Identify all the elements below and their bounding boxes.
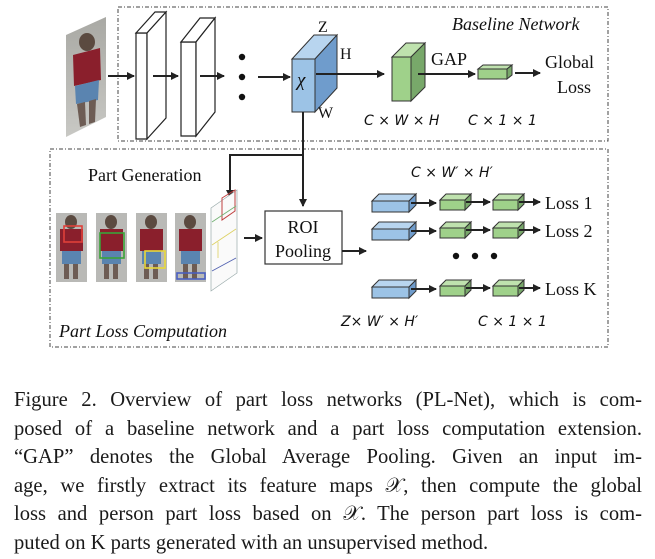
part-pooled-block bbox=[491, 278, 526, 298]
caption-line: puted on K parts generated with an unsup… bbox=[14, 531, 489, 554]
part-loss-label: Loss 1 bbox=[545, 193, 593, 213]
part-pooled-block bbox=[491, 192, 526, 212]
axis-label-z: Z bbox=[318, 19, 328, 36]
branches-ellipsis bbox=[452, 252, 498, 260]
caption-line: age, we firstly extract its feature maps… bbox=[14, 474, 642, 497]
part-bounding-box bbox=[99, 232, 125, 259]
conv-layer-1 bbox=[134, 10, 168, 141]
roi-pooling-box bbox=[264, 210, 343, 265]
gap-label: GAP bbox=[431, 49, 467, 69]
global-loss-label-line2: Loss bbox=[557, 77, 591, 97]
part-branch-3: Loss K bbox=[370, 278, 597, 300]
caption-line: loss and person part loss based on 𝒳. Th… bbox=[14, 503, 642, 526]
baseline-network-title: Baseline Network bbox=[452, 14, 580, 34]
layers-ellipsis bbox=[238, 53, 246, 101]
axis-label-h: H bbox=[340, 46, 352, 63]
part-bounding-box bbox=[176, 272, 206, 280]
dim-label-global-pooled: C × 1 × 1 bbox=[468, 113, 537, 129]
part-image-2 bbox=[96, 213, 127, 282]
part-bounding-box bbox=[63, 225, 83, 243]
part-generation-label: Part Generation bbox=[88, 165, 201, 185]
part-loss-label: Loss 2 bbox=[545, 221, 593, 241]
caption-line: posed of a baseline network and a part l… bbox=[14, 417, 642, 440]
part-branch-2: Loss 2 bbox=[370, 220, 593, 242]
part-loss-computation-title: Part Loss Computation bbox=[58, 321, 227, 341]
roi-feature-block bbox=[370, 220, 418, 242]
caption-line: “GAP” denotes the Global Average Pooling… bbox=[14, 446, 642, 469]
roi-label-line1: ROI bbox=[288, 217, 319, 237]
global-loss-label-line1: Global bbox=[545, 52, 594, 72]
part-image-1 bbox=[56, 213, 87, 282]
feature-map-symbol: χ bbox=[295, 70, 306, 91]
dim-label-part-top: C × W′ × H′ bbox=[411, 165, 494, 181]
global-pooled-vector bbox=[476, 63, 514, 81]
figure-caption: Figure 2. Overview of part loss networks… bbox=[14, 386, 642, 558]
part-regions-plane bbox=[210, 189, 238, 292]
dim-label-part-pooled: C × 1 × 1 bbox=[478, 314, 547, 330]
part-bounding-box bbox=[144, 250, 166, 269]
part-loss-label: Loss K bbox=[545, 279, 597, 299]
dim-label-feature: C × W × H bbox=[364, 113, 440, 129]
part-branch-1: Loss 1 bbox=[370, 192, 593, 214]
input-person-image bbox=[66, 17, 106, 137]
global-feature-cube bbox=[390, 41, 427, 103]
part-image-3 bbox=[136, 213, 167, 282]
dim-label-roi: Z× W′ × H′ bbox=[340, 314, 419, 330]
connector-feature-to-parts bbox=[226, 154, 303, 198]
part-image-4 bbox=[175, 213, 206, 282]
roi-feature-block bbox=[370, 278, 418, 300]
roi-feature-block bbox=[370, 192, 418, 214]
caption-line: Figure 2. Overview of part loss networks… bbox=[14, 389, 642, 411]
part-loss-box bbox=[49, 148, 609, 348]
axis-label-w: W bbox=[318, 105, 334, 122]
pl-net-figure: χ Z H W GAP Global Loss C × W × H C × 1 … bbox=[49, 6, 609, 348]
baseline-network-box bbox=[117, 6, 609, 142]
roi-label-line2: Pooling bbox=[275, 241, 331, 261]
